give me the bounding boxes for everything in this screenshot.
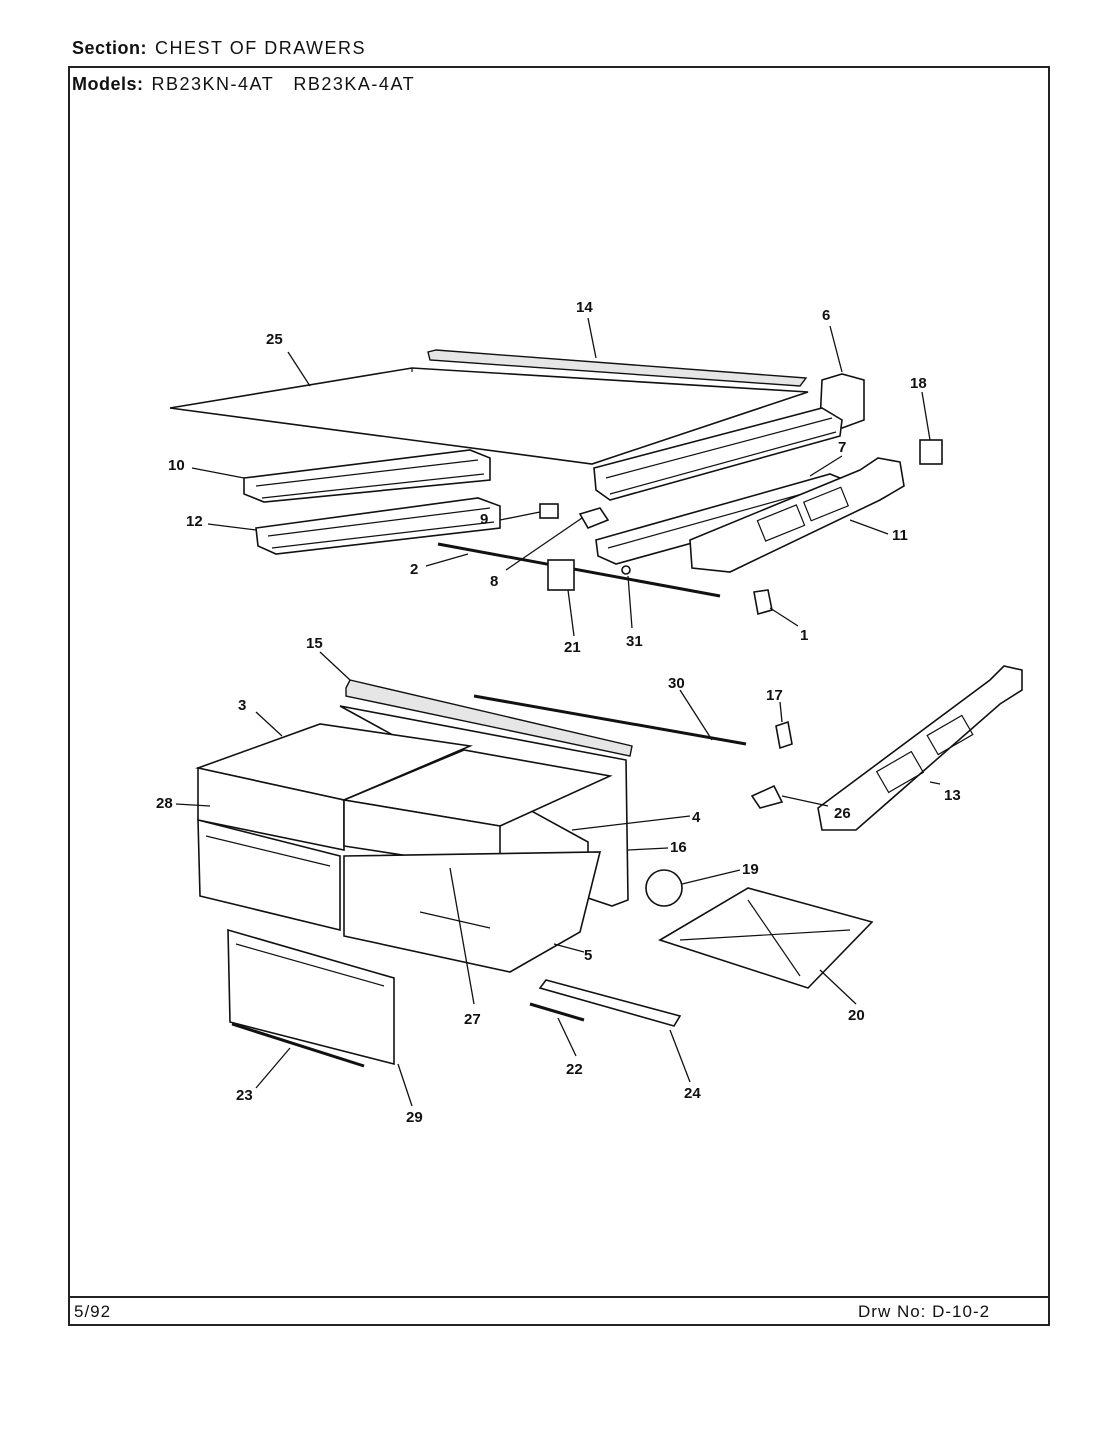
part-bracket-8 — [578, 507, 610, 530]
callout-22: 22 — [566, 1061, 583, 1078]
section-label: Section: — [72, 38, 148, 58]
footer-date: 5/92 — [74, 1302, 112, 1321]
callout-13: 13 — [944, 787, 961, 804]
callout-26: 26 — [834, 805, 851, 822]
callout-2: 2 — [410, 561, 418, 578]
callout-6: 6 — [822, 307, 830, 324]
part-cam-9 — [539, 503, 559, 519]
callout-17: 17 — [766, 687, 783, 704]
footer-drawing-number: Drw No: D-10-2 — [858, 1302, 991, 1321]
callout-11: 11 — [892, 527, 908, 544]
models-heading: Models: RB23KN-4AT RB23KA-4AT — [72, 74, 415, 95]
callout-9: 9 — [480, 511, 488, 528]
callout-20: 20 — [848, 1007, 865, 1024]
part-grommet-1 — [753, 589, 773, 616]
footer-divider — [68, 1296, 1050, 1298]
callout-4: 4 — [692, 809, 701, 826]
part-clips-19 — [645, 869, 683, 907]
callout-3: 3 — [238, 697, 246, 714]
callout-14: 14 — [576, 299, 593, 316]
part-screw-31 — [621, 565, 631, 575]
part-left-rail-lower — [255, 497, 501, 555]
callout-31: 31 — [626, 633, 643, 650]
section-value: CHEST OF DRAWERS — [155, 38, 367, 58]
part-tray-cover-20 — [658, 887, 874, 989]
part-left-lower-drawer — [197, 818, 341, 932]
callout-25: 25 — [266, 331, 283, 348]
callout-21: 21 — [564, 639, 581, 656]
callout-30: 30 — [668, 675, 685, 692]
part-slide-24 — [538, 979, 682, 1027]
callout-19: 19 — [742, 861, 759, 878]
part-clip-18 — [919, 439, 943, 465]
part-rod-2 — [437, 542, 721, 598]
callout-18: 18 — [910, 375, 927, 392]
part-rod-30 — [473, 694, 747, 746]
part-grommet-17 — [775, 720, 793, 750]
callout-7: 7 — [838, 439, 846, 456]
part-drawer-front-29 — [227, 928, 395, 1066]
callout-10: 10 — [168, 457, 185, 474]
callout-28: 28 — [156, 795, 173, 812]
part-frame-16 — [339, 705, 629, 907]
callout-24: 24 — [684, 1085, 701, 1102]
part-glass-shelf — [169, 367, 809, 465]
leader-lines — [175, 317, 941, 1107]
models-value: RB23KN-4AT RB23KA-4AT — [151, 74, 416, 94]
part-right-lower-drawer — [343, 851, 602, 973]
callout-1: 1 — [800, 627, 808, 644]
drawing-frame — [68, 66, 1050, 1326]
part-right-side-bracket — [689, 457, 905, 573]
callout-12: 12 — [186, 513, 203, 530]
part-rear-trim — [427, 349, 808, 387]
models-label: Models: — [72, 74, 144, 94]
part-right-shelf-support — [593, 373, 865, 501]
part-strip-22 — [529, 1002, 585, 1022]
part-cam-26 — [750, 784, 784, 809]
callout-15: 15 — [306, 635, 323, 652]
callout-8: 8 — [490, 573, 498, 590]
part-left-top-drawer — [195, 723, 473, 851]
part-trim-23 — [231, 1022, 365, 1068]
part-left-rail-upper — [243, 449, 491, 503]
part-lower-right-bracket — [817, 665, 1023, 831]
part-block-21 — [547, 559, 575, 591]
callout-16: 16 — [670, 839, 687, 856]
section-heading: Section: CHEST OF DRAWERS — [72, 38, 366, 59]
callout-27: 27 — [464, 1011, 481, 1028]
callout-23: 23 — [236, 1087, 253, 1104]
part-top-trim-15 — [345, 679, 633, 757]
callout-29: 29 — [406, 1109, 423, 1126]
callout-5: 5 — [584, 947, 592, 964]
